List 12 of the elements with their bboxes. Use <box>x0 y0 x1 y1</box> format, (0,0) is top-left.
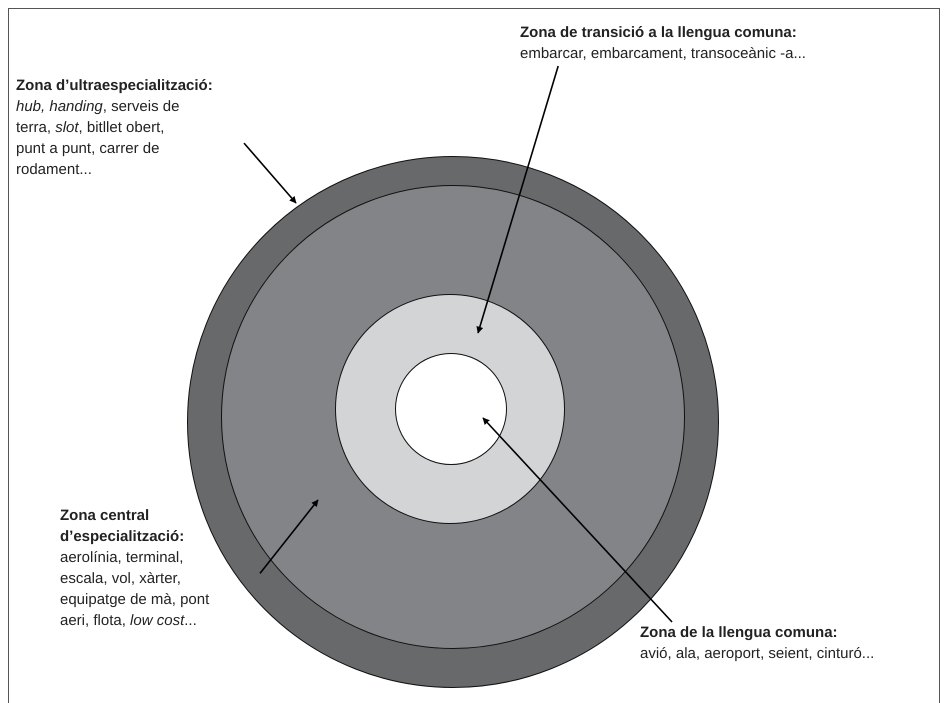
leader-arrow <box>243 142 297 204</box>
zone-heading: Zona de la llengua comuna: <box>640 623 839 643</box>
leader-arrow <box>476 66 559 334</box>
leader-arrow <box>482 417 673 623</box>
zone-examples: hub, handing, serveis de terra, slot, bitllet obert, punt a punt, carrer de rodament... <box>16 97 180 180</box>
zone-heading: Zona central d’especialització: <box>60 506 186 547</box>
zone-examples: aerolínia, terminal, escala, vol, xàrter, equipatge de mà, pont aeri, flota, low cost... <box>60 548 210 631</box>
zone-examples: embarcar, embarcament, transoceànic -a... <box>520 44 807 64</box>
zone-examples: avió, ala, aeroport, seient, cinturó... <box>640 644 876 664</box>
zone-heading: Zona de transició a la llengua comuna: <box>520 23 798 43</box>
leader-arrow <box>259 499 319 574</box>
zone-heading: Zona d’ultraespecialització: <box>16 76 214 96</box>
